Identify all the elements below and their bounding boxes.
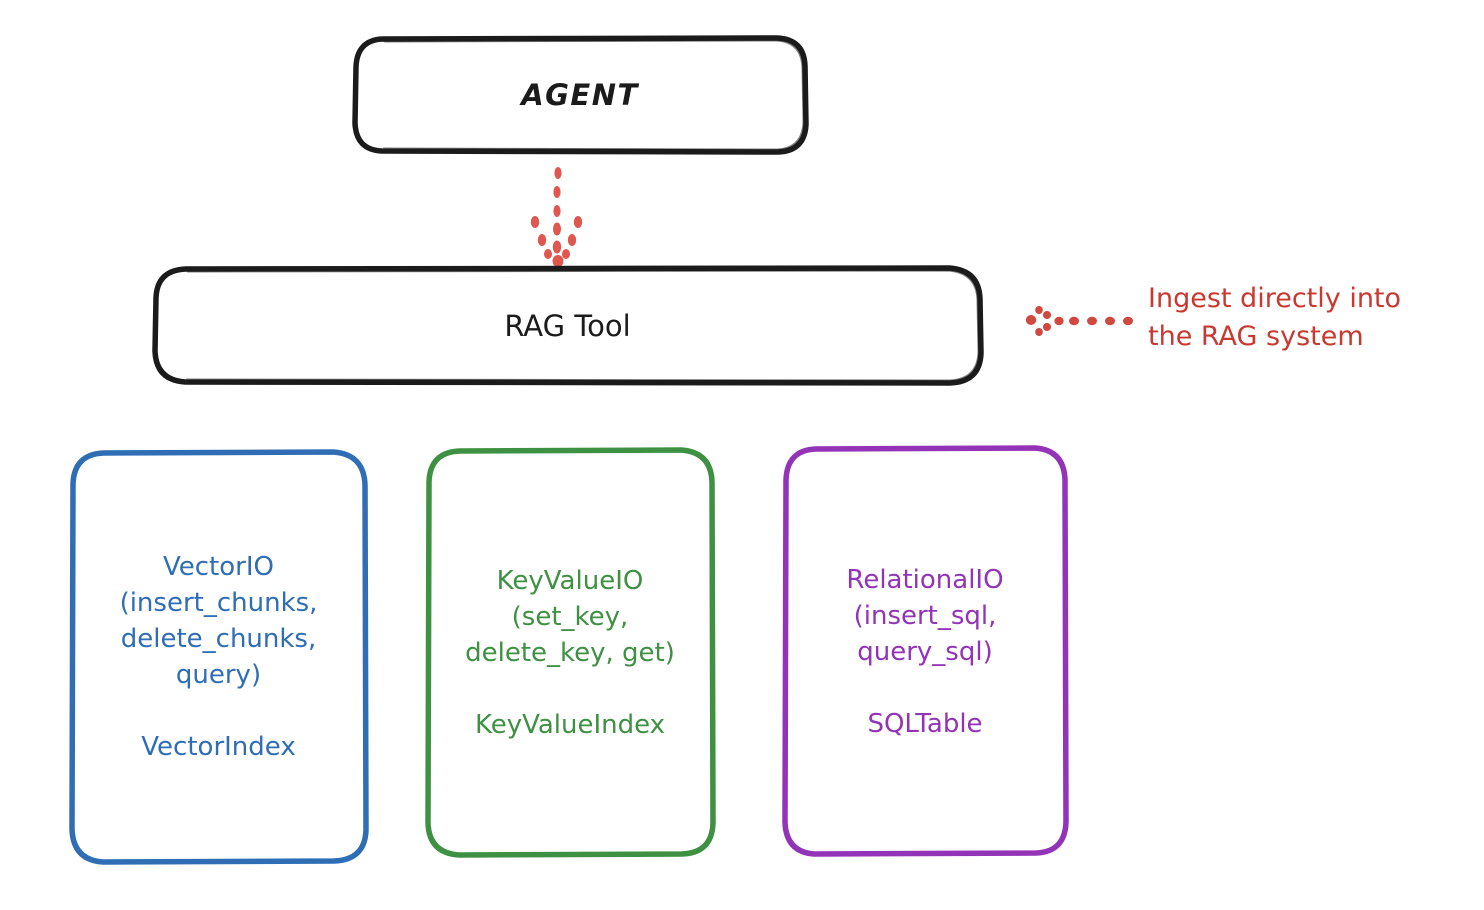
node-vector-io[interactable] <box>69 449 369 865</box>
relational-io-box-outline <box>782 445 1069 857</box>
node-agent[interactable] <box>352 35 809 155</box>
agent-box-outline <box>352 35 809 155</box>
node-rag-tool[interactable] <box>152 265 984 386</box>
node-keyvalue-io[interactable] <box>425 447 716 858</box>
node-relational-io[interactable] <box>782 445 1069 857</box>
agent-box-sketch-overlay <box>382 38 806 152</box>
connector-agent-to-rag-tool <box>530 167 583 267</box>
rag-tool-box-sketch-overlay <box>185 268 981 383</box>
keyvalue-io-box-outline <box>425 447 716 858</box>
vector-io-box-outline <box>69 449 369 865</box>
rag-tool-box-outline <box>152 265 984 386</box>
connector-ingest-arrow <box>1025 306 1133 336</box>
